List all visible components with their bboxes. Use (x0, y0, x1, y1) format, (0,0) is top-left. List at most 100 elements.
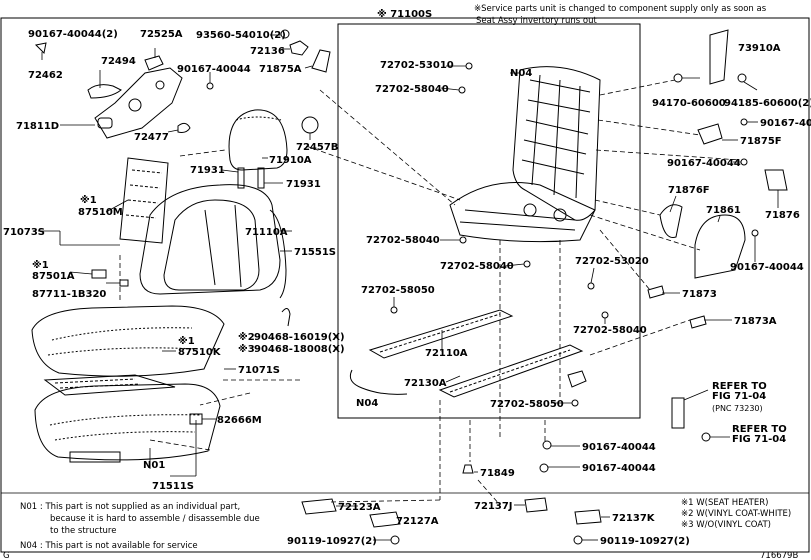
assembly-dash-lines (119, 79, 741, 506)
part-71876f-shape (659, 204, 683, 239)
part-87711-shape (119, 279, 129, 287)
label-71876f: 71876F (668, 185, 710, 196)
seat-frame-n04 (449, 66, 601, 243)
footnote-n01-3: to the structure (50, 526, 116, 536)
label-72702-58040-b: 72702-58040 (366, 235, 440, 246)
label-71110a: 71110A (245, 227, 288, 238)
label-71861: 71861 (706, 205, 741, 216)
part-72462 (34, 42, 47, 55)
clip-90468 (281, 308, 291, 327)
part-71876-shape (764, 169, 788, 191)
bolt-72702-53020 (587, 282, 595, 290)
mark-3: ※3 (238, 343, 255, 355)
footnote-n01-1: N01 : This part is not supplied as an in… (20, 502, 240, 512)
legend-1: ※1 W(SEAT HEATER) (681, 498, 768, 508)
label-90167-40044-c: 90167-40044 (582, 463, 656, 474)
label-71873: 71873 (682, 289, 717, 300)
label-94185: 94185-60600(2) (724, 98, 811, 109)
label-94170: 94170-60600 (652, 98, 726, 109)
screw-90119-b (573, 535, 583, 545)
label-93560: 93560-54010(2) (196, 30, 286, 41)
label-group: ※Service parts unit is changed to compon… (3, 4, 811, 560)
label-87510k: 87510K (178, 347, 222, 358)
mark-2: ※2 (238, 331, 255, 343)
ref1-line2: FIG 71-04 (712, 391, 766, 402)
label-90167-40044-f: 90167-40044 (730, 262, 804, 273)
seat-track-72110a (368, 309, 514, 359)
label-87510m: 87510M (78, 207, 123, 218)
part-71873a-shape (689, 315, 707, 329)
legend-3: ※3 W/O(VINYL COAT) (681, 520, 771, 530)
bolt-72702-58040-d (601, 311, 609, 319)
bolt-90167-e (740, 158, 748, 166)
label-90167-40044-b: 90167-40044 (582, 442, 656, 453)
bolt-90167-c (539, 463, 549, 473)
mark-1-b: ※1 (32, 259, 49, 271)
label-72457b: 72457B (296, 142, 338, 153)
bolt-90167-f (751, 229, 759, 237)
label-71811d: 71811D (16, 121, 59, 132)
ref2-line2: FIG 71-04 (732, 434, 786, 445)
bolt-90167-a (206, 82, 214, 90)
label-72123a: 72123A (338, 502, 381, 513)
label-71073s: 71073S (3, 227, 45, 238)
seatback-cover-71073s (139, 184, 287, 299)
seat-track-72130a (438, 344, 584, 398)
label-87711: 87711-1B320 (32, 289, 106, 300)
assembly-ref-label: ※ 71100S (377, 8, 432, 20)
part-72136-shape (289, 40, 309, 56)
ref2-line1: REFER TO (732, 424, 787, 435)
part-87501a-shape (91, 269, 107, 279)
label-72702-53010: 72702-53010 (380, 60, 454, 71)
label-90468-b: 90468-18008(X) (254, 344, 345, 355)
part-71875f-shape (697, 123, 723, 145)
label-72462: 72462 (28, 70, 63, 81)
screw-93560 (280, 29, 290, 39)
label-87501a: 87501A (32, 271, 75, 282)
seat-assy-box (337, 23, 641, 419)
label-71511s: 71511S (152, 481, 194, 492)
mark-1-a: ※1 (80, 194, 97, 206)
part-buckle-shape (567, 370, 587, 388)
label-90167-40044-2: 90167-40044(2) (28, 29, 118, 40)
legend-2: ※2 W(VINYL COAT-WHITE) (681, 509, 791, 519)
label-90468-a: 90468-16019(X) (254, 332, 345, 343)
footnote-n01-2: because it is hard to assemble / disasse… (50, 514, 260, 524)
bolt-90167-d (740, 118, 748, 126)
label-71873a: 71873A (734, 316, 777, 327)
label-72110a: 72110A (425, 348, 468, 359)
leader-lines (38, 34, 779, 541)
label-90167-40044-a: 90167-40044 (177, 64, 251, 75)
label-72702-58050-b: 72702-58050 (490, 399, 564, 410)
ref1-pnc: (PNC 73230) (712, 404, 763, 413)
bolt-72702-58050-a (390, 306, 398, 314)
part-71861-shape (694, 214, 746, 279)
label-72702-58050-a: 72702-58050 (361, 285, 435, 296)
label-72136: 72136 (250, 46, 285, 57)
corner-right: 716679B (760, 551, 798, 560)
mark-1-c: ※1 (178, 335, 195, 347)
part-72137j-shape (524, 497, 548, 513)
label-72127a: 72127A (396, 516, 439, 527)
bolt-72702-58040-b (459, 236, 467, 244)
heater-pad-87510m (119, 157, 169, 244)
label-72137j: 72137J (474, 501, 513, 512)
part-72457b-shape (301, 116, 319, 134)
label-71875f: 71875F (740, 136, 782, 147)
label-71849: 71849 (480, 468, 515, 479)
part-71849-shape (462, 464, 474, 474)
footnote-n04: N04 : This part is not available for ser… (20, 541, 198, 551)
label-71551s: 71551S (294, 247, 336, 258)
screw-90119-a (390, 535, 400, 545)
label-n04-top: N04 (510, 68, 532, 79)
label-71875a: 71875A (259, 64, 302, 75)
service-note-1: ※Service parts unit is changed to compon… (474, 4, 767, 14)
bolt-72702-53010 (465, 62, 473, 70)
label-72477: 72477 (134, 132, 169, 143)
bolt-90167-b (542, 440, 552, 450)
part-72477-shape (177, 122, 191, 133)
label-71876: 71876 (765, 210, 800, 221)
label-72702-58040-d: 72702-58040 (573, 325, 647, 336)
